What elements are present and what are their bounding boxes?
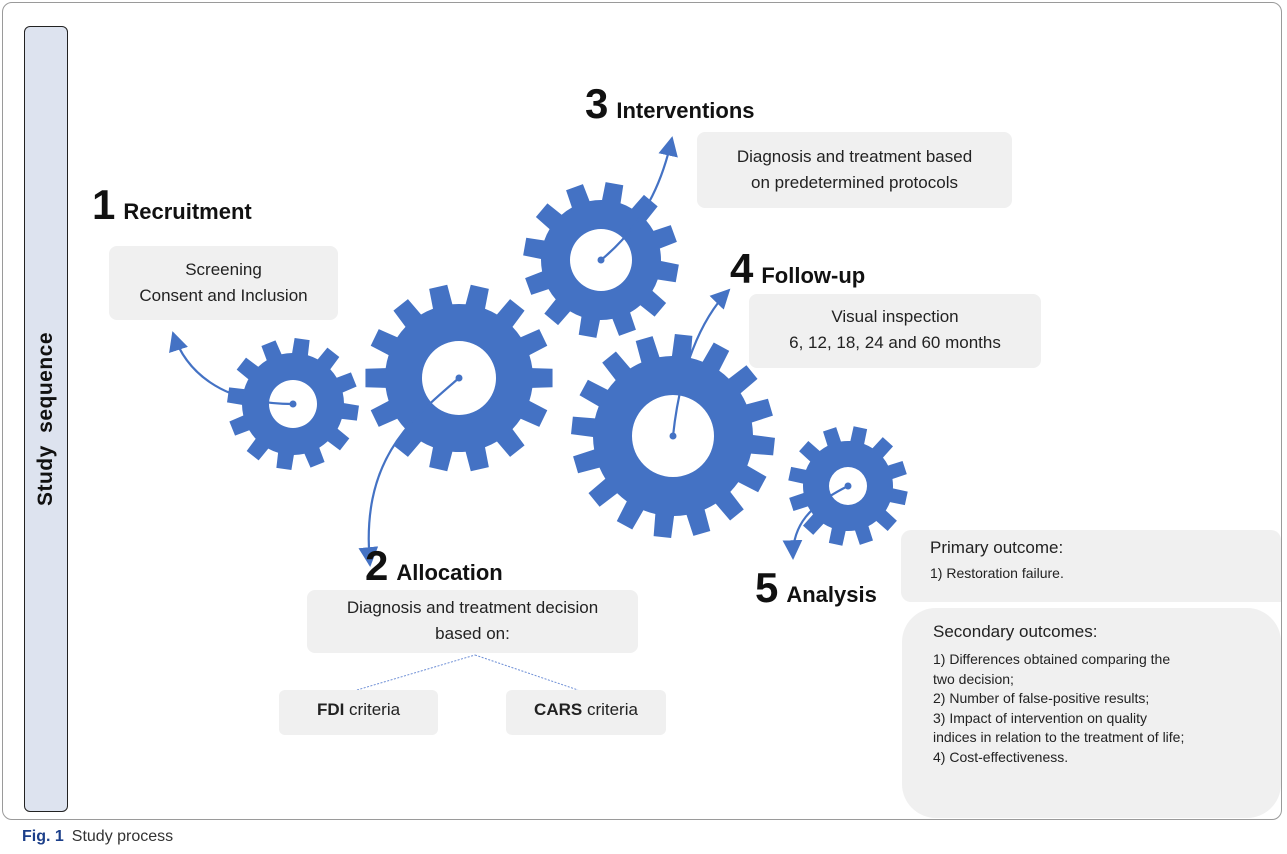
recruitment-gear bbox=[227, 338, 359, 470]
step-analysis-heading: 5 Analysis bbox=[755, 567, 877, 609]
step-number: 4 bbox=[730, 245, 754, 292]
cars-connector bbox=[474, 654, 579, 691]
followup-box: Visual inspection 6, 12, 18, 24 and 60 m… bbox=[749, 294, 1041, 368]
allocation-box: Diagnosis and treatment decision based o… bbox=[307, 590, 638, 653]
allocation-gear bbox=[365, 284, 553, 472]
interventions-gear bbox=[523, 182, 679, 338]
figure-caption-text: Study process bbox=[71, 828, 174, 845]
secondary-outcomes-box: Secondary outcomes: 1) Differences obtai… bbox=[902, 608, 1281, 818]
step-label: Allocation bbox=[396, 560, 503, 585]
step-label: Follow-up bbox=[761, 263, 866, 288]
step-recruitment-heading: 1 Recruitment bbox=[92, 184, 252, 226]
step-label: Recruitment bbox=[123, 199, 252, 224]
step-interventions-heading: 3 Interventions bbox=[585, 83, 755, 125]
analysis-gear bbox=[788, 426, 908, 546]
primary-outcome-box: Primary outcome: 1) Restoration failure. bbox=[901, 530, 1281, 602]
allocation-arrow bbox=[358, 377, 460, 567]
step-number: 2 bbox=[365, 542, 389, 589]
secondary-outcome-line: 2) Number of false-positive results; bbox=[933, 690, 1150, 706]
step-number: 5 bbox=[755, 564, 779, 611]
interventions-box: Diagnosis and treatment based on predete… bbox=[697, 132, 1012, 208]
step-number: 3 bbox=[585, 80, 609, 127]
recruitment-arrow bbox=[169, 331, 294, 406]
cars-criteria-box: CARS criteria bbox=[506, 690, 666, 735]
step-number: 1 bbox=[92, 181, 116, 228]
analysis-arrow bbox=[782, 485, 849, 560]
figure-caption: Fig. 1 Study process bbox=[22, 828, 173, 846]
followup-gear bbox=[571, 334, 775, 538]
secondary-outcome-line: two decision; bbox=[933, 670, 1014, 687]
step-allocation-heading: 2 Allocation bbox=[365, 545, 503, 587]
fdi-connector bbox=[356, 654, 476, 691]
secondary-outcome-line: indices in relation to the treatment of … bbox=[933, 729, 1185, 745]
fdi-criteria-box: FDI criteria bbox=[279, 690, 438, 735]
followup-arrow bbox=[671, 288, 731, 437]
secondary-outcome-line: 4) Cost-effectiveness. bbox=[933, 748, 1069, 765]
figure-frame bbox=[2, 2, 1282, 820]
recruitment-box: Screening Consent and Inclusion bbox=[109, 246, 338, 320]
secondary-outcomes-title: Secondary outcomes: bbox=[933, 622, 1098, 641]
primary-outcome-item: 1) Restoration failure. bbox=[930, 565, 1064, 581]
step-followup-heading: 4 Follow-up bbox=[730, 248, 865, 290]
step-label: Interventions bbox=[616, 98, 755, 123]
secondary-outcome-line: 1) Differences obtained comparing the bbox=[933, 651, 1171, 667]
step-label: Analysis bbox=[786, 582, 877, 607]
secondary-outcome-line: 3) Impact of intervention on quality bbox=[933, 709, 1148, 726]
primary-outcome-title: Primary outcome: bbox=[930, 538, 1064, 557]
interventions-arrow bbox=[600, 136, 678, 261]
study-sequence-sidebar bbox=[24, 26, 68, 812]
figure-number: Fig. 1 bbox=[22, 828, 64, 845]
